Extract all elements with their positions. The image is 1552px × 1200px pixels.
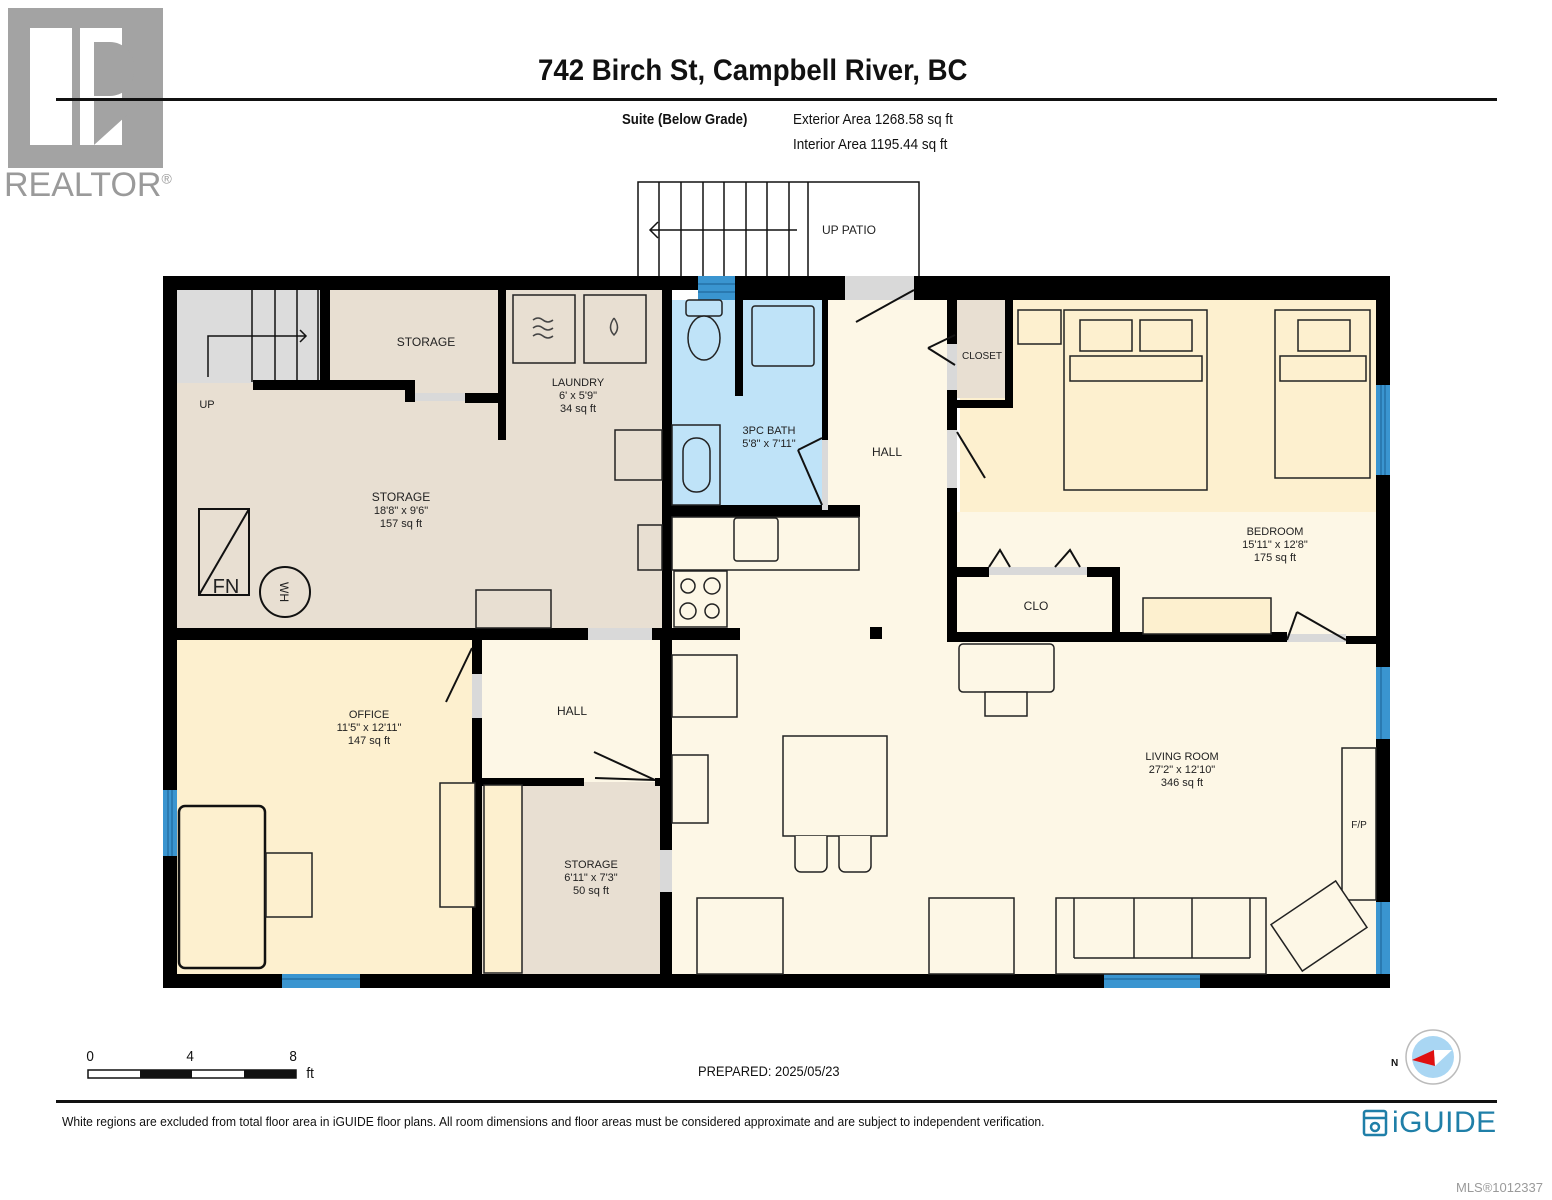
windows bbox=[163, 276, 1390, 988]
prepared-date: PREPARED: 2025/05/23 bbox=[698, 1063, 840, 1079]
iguide-brand: iGUIDE bbox=[1392, 1106, 1497, 1139]
room-labels: STORAGE STORAGE 18'8" x 9'6" 157 sq ft L… bbox=[199, 223, 1367, 897]
dims-storage-lower: 6'11" x 7'3" bbox=[564, 872, 617, 884]
header-divider bbox=[56, 98, 1497, 101]
hall-lower-fill bbox=[480, 640, 662, 782]
interior-area: Interior Area 1195.44 sq ft bbox=[793, 136, 948, 153]
label-clo: CLO bbox=[1024, 599, 1049, 613]
bedroom-furniture bbox=[1017, 309, 1371, 635]
label-hall-upper: HALL bbox=[872, 445, 902, 459]
door-gaps bbox=[415, 276, 1346, 892]
bath-fixtures bbox=[671, 299, 815, 506]
scale-tick-0: 0 bbox=[86, 1048, 94, 1065]
label-closet: CLOSET bbox=[962, 351, 1002, 362]
property-address: 742 Birch St, Campbell River, BC bbox=[538, 54, 968, 87]
washer-dryer-icons bbox=[532, 317, 619, 339]
dims-living: 27'2" x 12'10" bbox=[1149, 764, 1216, 776]
label-living: LIVING ROOM bbox=[1145, 751, 1218, 763]
patio-stairs bbox=[637, 181, 920, 279]
realtor-logo bbox=[8, 8, 163, 168]
label-furnace: FN bbox=[213, 576, 240, 598]
dims-storage-main: 18'8" x 9'6" bbox=[374, 505, 428, 517]
label-patio: UP PATIO bbox=[822, 223, 876, 237]
scale-tick-4: 4 bbox=[186, 1048, 194, 1065]
label-laundry: LAUNDRY bbox=[552, 377, 605, 389]
window-lines bbox=[167, 283, 1386, 980]
office-furniture bbox=[177, 804, 267, 970]
dims-bath: 5'8" x 7'11" bbox=[742, 438, 795, 450]
label-office: OFFICE bbox=[349, 709, 389, 721]
closet-fill-top bbox=[955, 300, 1010, 398]
area-office: 147 sq ft bbox=[348, 735, 390, 747]
scale-bar bbox=[87, 1069, 297, 1079]
realtor-logo-r-bowl bbox=[94, 42, 134, 96]
label-water-heater: WH bbox=[277, 582, 291, 602]
label-bedroom: BEDROOM bbox=[1247, 526, 1304, 538]
office-chair-shelf bbox=[265, 782, 523, 974]
dims-bedroom: 15'11" x 12'8" bbox=[1242, 539, 1308, 551]
disclaimer-text: White regions are excluded from total fl… bbox=[62, 1114, 1045, 1129]
area-bedroom: 175 sq ft bbox=[1254, 552, 1296, 564]
area-living: 346 sq ft bbox=[1161, 777, 1203, 789]
label-storage-main: STORAGE bbox=[372, 490, 430, 504]
label-stairs-up: UP bbox=[199, 399, 214, 411]
interior-stairs bbox=[207, 290, 319, 382]
mechanical bbox=[198, 508, 311, 618]
dims-office: 11'5" x 12'11" bbox=[337, 722, 402, 734]
label-bath: 3PC BATH bbox=[743, 425, 796, 437]
kitchen-fixtures bbox=[671, 516, 860, 824]
mls-number: MLS®1012337 bbox=[1456, 1180, 1543, 1195]
label-fireplace: F/P bbox=[1351, 820, 1367, 831]
realtor-logo-stem bbox=[30, 28, 72, 145]
walls bbox=[163, 276, 1390, 988]
dims-laundry: 6' x 5'9" bbox=[559, 390, 597, 402]
footer-divider bbox=[56, 1100, 1497, 1103]
area-storage-lower: 50 sq ft bbox=[573, 885, 609, 897]
realtor-logo-r-leg bbox=[94, 98, 146, 145]
label-hall-lower: HALL bbox=[557, 704, 587, 718]
registered-mark: ® bbox=[161, 170, 172, 187]
label-storage-small: STORAGE bbox=[397, 335, 455, 349]
living-furniture bbox=[696, 643, 1377, 975]
scale-tick-8: 8 bbox=[289, 1048, 297, 1065]
label-storage-lower: STORAGE bbox=[564, 859, 618, 871]
realtor-wordmark: REALTOR® bbox=[4, 166, 172, 205]
scale-unit: ft bbox=[306, 1065, 314, 1082]
realtor-word: REALTOR bbox=[4, 166, 162, 204]
area-storage-main: 157 sq ft bbox=[380, 518, 422, 530]
door-swings bbox=[445, 289, 1347, 781]
iguide-logo-icon bbox=[1362, 1109, 1388, 1137]
area-laundry: 34 sq ft bbox=[560, 403, 596, 415]
compass-icon bbox=[1405, 1029, 1461, 1085]
laundry-appliances bbox=[475, 294, 663, 629]
compass-north-label: N bbox=[1391, 1058, 1399, 1069]
floor-label: Suite (Below Grade) bbox=[622, 111, 748, 128]
exterior-area: Exterior Area 1268.58 sq ft bbox=[793, 111, 953, 128]
